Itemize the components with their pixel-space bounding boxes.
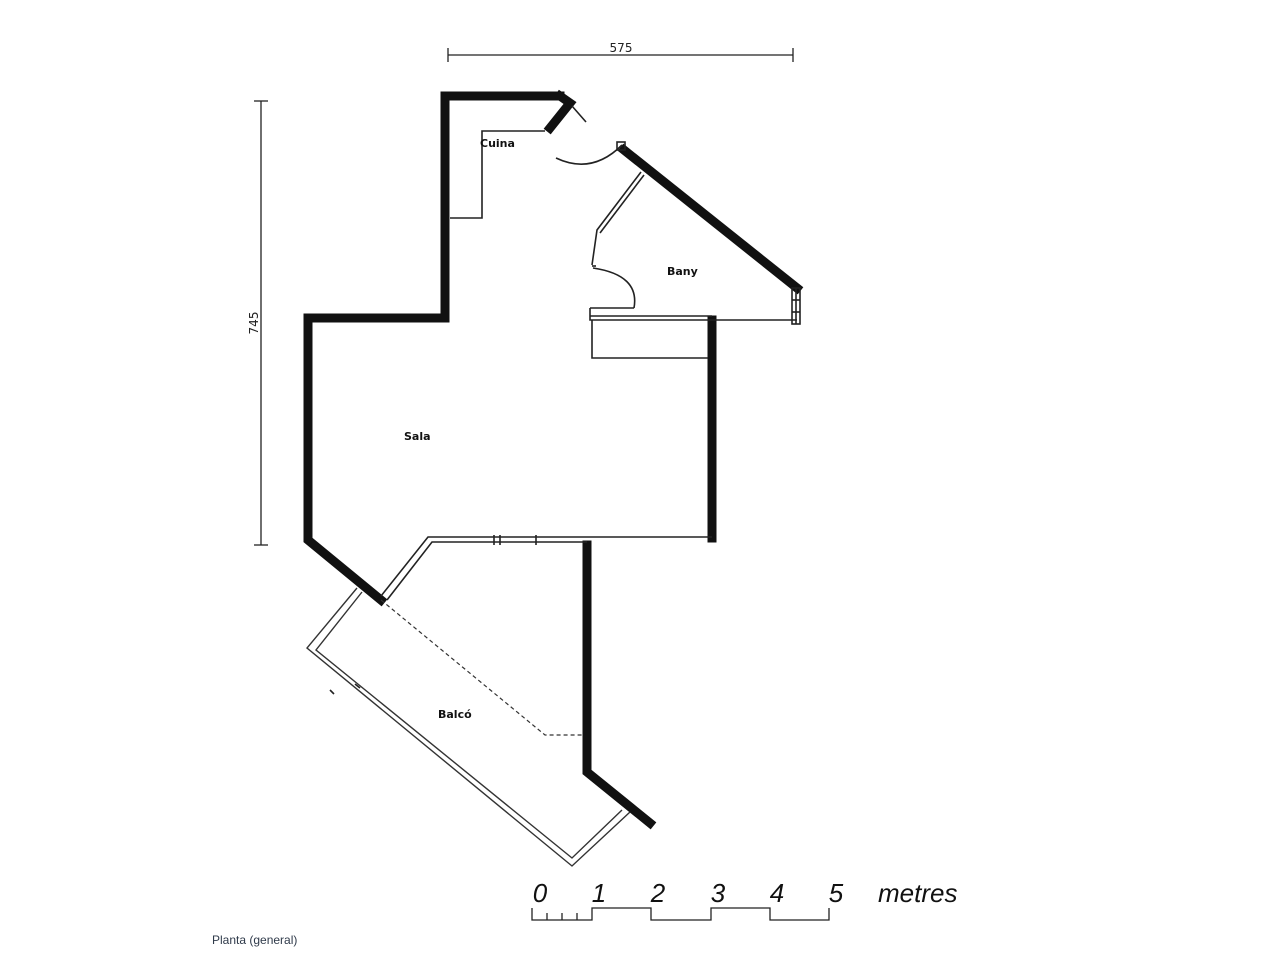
doors <box>555 105 636 309</box>
plan-caption: Planta (general) <box>212 933 298 947</box>
width-dimension: 575 <box>447 41 794 62</box>
scale-tick-4: 4 <box>770 878 784 908</box>
room-label-balco: Balcó <box>438 708 472 721</box>
scale-bar: 0 1 2 3 4 5 metres <box>531 878 957 921</box>
kitchen-counter <box>450 130 545 219</box>
exterior-walls <box>303 89 804 830</box>
entry-door-swing <box>555 144 623 165</box>
overhang-line <box>380 599 583 736</box>
room-label-bany: Bany <box>667 265 698 278</box>
scale-tick-0: 0 <box>533 878 548 908</box>
wardrobe <box>591 320 708 359</box>
width-dimension-label: 575 <box>610 41 633 55</box>
wall-balcony-side <box>582 540 657 830</box>
room-label-sala: Sala <box>404 430 431 443</box>
scale-tick-5: 5 <box>829 878 844 908</box>
scale-unit: metres <box>878 878 957 908</box>
height-dimension-label: 745 <box>247 312 261 335</box>
wall-west <box>303 91 565 607</box>
room-label-cuina: Cuina <box>480 137 515 150</box>
balcony-railing <box>306 587 631 867</box>
height-dimension: 745 <box>247 100 268 546</box>
scale-tick-1: 1 <box>592 878 606 908</box>
bathroom-bottom-wall <box>589 308 797 321</box>
scale-tick-3: 3 <box>711 878 726 908</box>
scale-tick-2: 2 <box>650 878 666 908</box>
bathroom-door-swing <box>592 267 636 309</box>
interior-partitions <box>450 130 797 359</box>
wall-entry-jamb <box>543 89 577 135</box>
balcony-sliding-door <box>380 535 712 601</box>
wall-bath-diagonal <box>617 143 804 295</box>
bathroom-window <box>791 287 801 325</box>
bathroom-partition <box>591 171 642 266</box>
